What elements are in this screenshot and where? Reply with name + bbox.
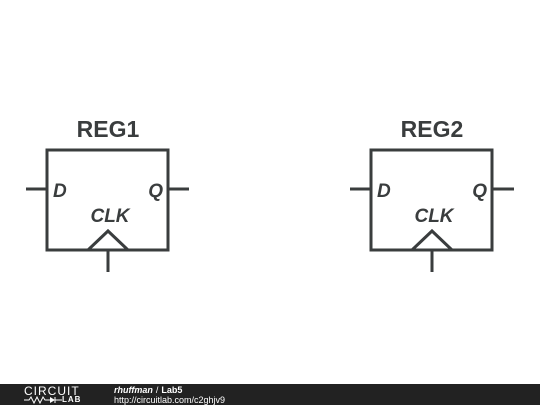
reg2-title: REG2 — [401, 116, 464, 142]
reg2-clk-label: CLK — [414, 206, 454, 227]
reg2-q-label: Q — [472, 181, 487, 202]
resistor-diode-icon — [24, 396, 62, 404]
logo-wordmark-bottom: LAB — [62, 395, 82, 404]
author-project-line: rhuffman/Lab5 — [114, 385, 182, 395]
reg1-clock-triangle — [86, 228, 130, 252]
schematic-canvas: REG1 D Q CLK REG2 D Q CLK — [26, 116, 514, 272]
reg2-d-label: D — [377, 181, 391, 202]
footer-bar: CIRCUIT LAB rhuffman/Lab5 http://circuit… — [0, 384, 540, 405]
project-name-link[interactable]: Lab5 — [161, 385, 183, 395]
author-link[interactable]: rhuffman — [114, 385, 153, 395]
project-url-link[interactable]: http://circuitlab.com/c2ghjv9 — [114, 395, 226, 405]
path-separator: / — [155, 385, 159, 395]
register-reg1[interactable]: REG1 D Q CLK — [26, 116, 189, 272]
reg2-clock-triangle — [410, 228, 454, 252]
reg1-d-label: D — [53, 181, 67, 202]
reg1-q-label: Q — [148, 181, 163, 202]
circuitlab-logo[interactable]: CIRCUIT LAB — [24, 385, 96, 405]
logo-wordmark-top: CIRCUIT — [24, 384, 80, 398]
reg1-clk-label: CLK — [90, 206, 130, 227]
reg1-title: REG1 — [77, 116, 140, 142]
register-reg2[interactable]: REG2 D Q CLK — [350, 116, 514, 272]
